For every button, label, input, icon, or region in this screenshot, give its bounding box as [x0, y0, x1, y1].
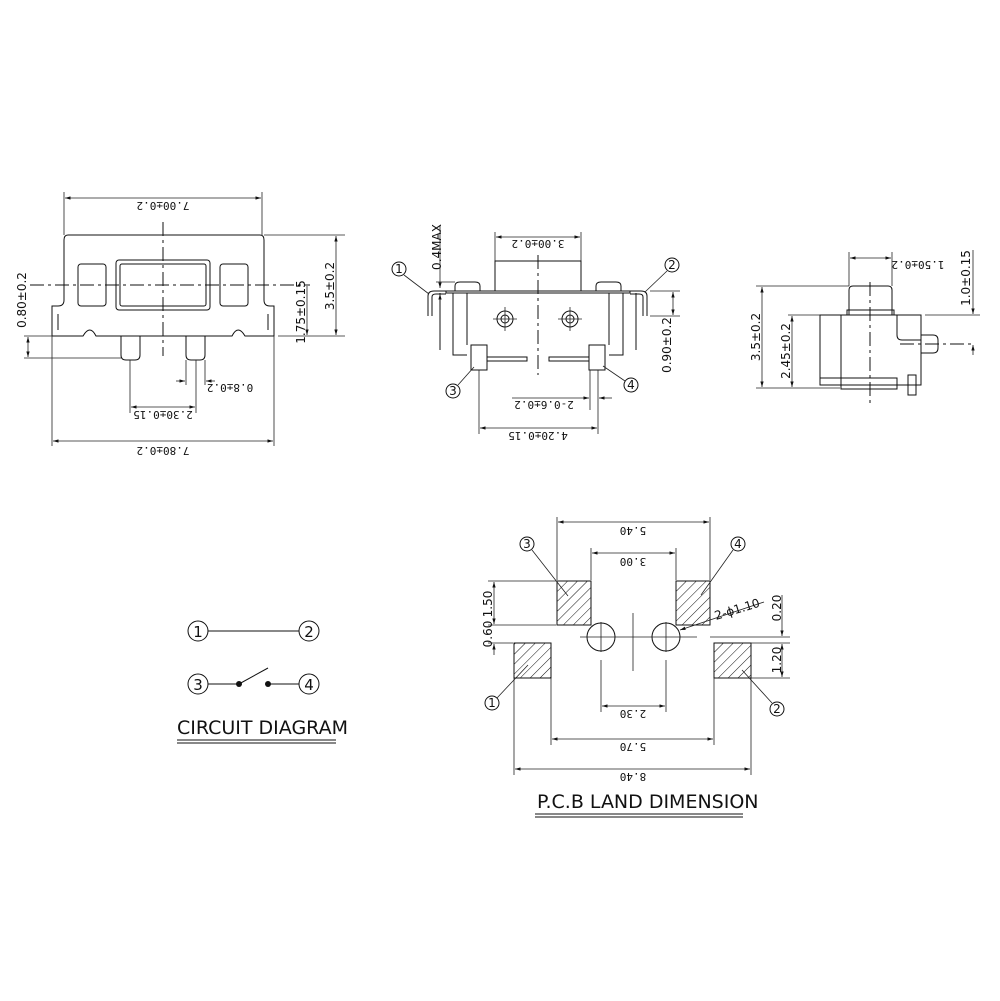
front-height-left-dim: 0.80±0.2 — [15, 272, 29, 328]
pcb-dim-outer-bottom: 8.40 — [620, 770, 647, 783]
bottom-terminal-height-dim: 0.90±0.2 — [660, 317, 674, 373]
pcb-land-title: P.C.B LAND DIMENSION — [537, 791, 759, 813]
pcb-pad-4 — [675, 580, 711, 626]
bottom-actuator-width-dim: 3.00±0.2 — [512, 237, 565, 250]
bottom-label-2: 2 — [668, 258, 676, 272]
pcb-dim-gap-left: 0.60 — [481, 621, 495, 648]
pcb-dim-outer-top: 5.40 — [620, 524, 647, 537]
pcb-label-4: 4 — [734, 537, 742, 551]
pcb-dim-pad-h-top: 1.50 — [481, 591, 495, 618]
front-pin-spacing-dim: 2.30±0.15 — [133, 408, 193, 421]
pcb-dim-gap-right: 0.20 — [770, 595, 784, 622]
side-height-total-dim: 3.5±0.2 — [749, 313, 763, 361]
bottom-pin-width-dim: 2-0.6±0.2 — [514, 398, 574, 411]
pcb-pad-2 — [713, 642, 752, 679]
pcb-pad-1 — [513, 642, 552, 679]
front-height-center-dim: 1.75±0.15 — [294, 280, 308, 344]
pcb-dim-pad-h-bottom: 1.20 — [770, 647, 784, 674]
pcb-dim-hole: 2-ϕ1.10 — [713, 596, 762, 623]
circuit-node-1: 1 — [193, 623, 203, 641]
circuit-node-3: 3 — [193, 676, 203, 694]
front-pin-width-dim: 0.8±0.2 — [207, 381, 253, 394]
bottom-max-height-dim: 0.4MAX — [430, 224, 444, 270]
bottom-label-4: 4 — [627, 378, 635, 392]
bottom-view: 3.00±0.2 0.4MAX 0.90±0 — [391, 224, 680, 442]
circuit-node-2: 2 — [304, 623, 314, 641]
pcb-dim-inner-bottom: 5.70 — [620, 740, 647, 753]
front-height-total-dim: 3.5±0.2 — [323, 262, 337, 310]
pcb-dim-hole-spacing: 2.30 — [620, 707, 647, 720]
pcb-land-dimension: 5.40 3.00 2-ϕ1.10 1.50 0.60 0.20 — [481, 517, 790, 818]
side-actuator-offset-dim: 1.0±0.15 — [959, 250, 973, 306]
side-actuator-width-dim: 1.50±0.2 — [892, 258, 945, 271]
pcb-pad-3 — [556, 580, 592, 626]
pcb-label-3: 3 — [523, 537, 531, 551]
circuit-diagram-title: CIRCUIT DIAGRAM — [177, 717, 348, 739]
circuit-diagram: 1 2 3 4 CIRCUIT DIAGRAM — [177, 620, 348, 744]
bottom-label-1: 1 — [395, 262, 403, 276]
front-view: 7.00±0.2 3.5±0.2 1.75±0.15 0.80±0.2 2.30… — [15, 192, 345, 457]
pcb-label-2: 2 — [773, 702, 781, 716]
side-view: 1.50±0.2 3.5±0.2 2.45±0.2 1.0±0.15 — [749, 250, 980, 403]
bottom-label-3: 3 — [449, 384, 457, 398]
front-width-top-dim: 7.00±0.2 — [137, 199, 190, 212]
pcb-dim-inner-top: 3.00 — [620, 555, 647, 568]
side-body-height-dim: 2.45±0.2 — [779, 323, 793, 379]
bottom-pin-spacing-dim: 4.20±0.15 — [508, 429, 568, 442]
circuit-node-4: 4 — [304, 676, 314, 694]
front-width-bottom-dim: 7.80±0.2 — [137, 444, 190, 457]
pcb-label-1: 1 — [488, 696, 496, 710]
